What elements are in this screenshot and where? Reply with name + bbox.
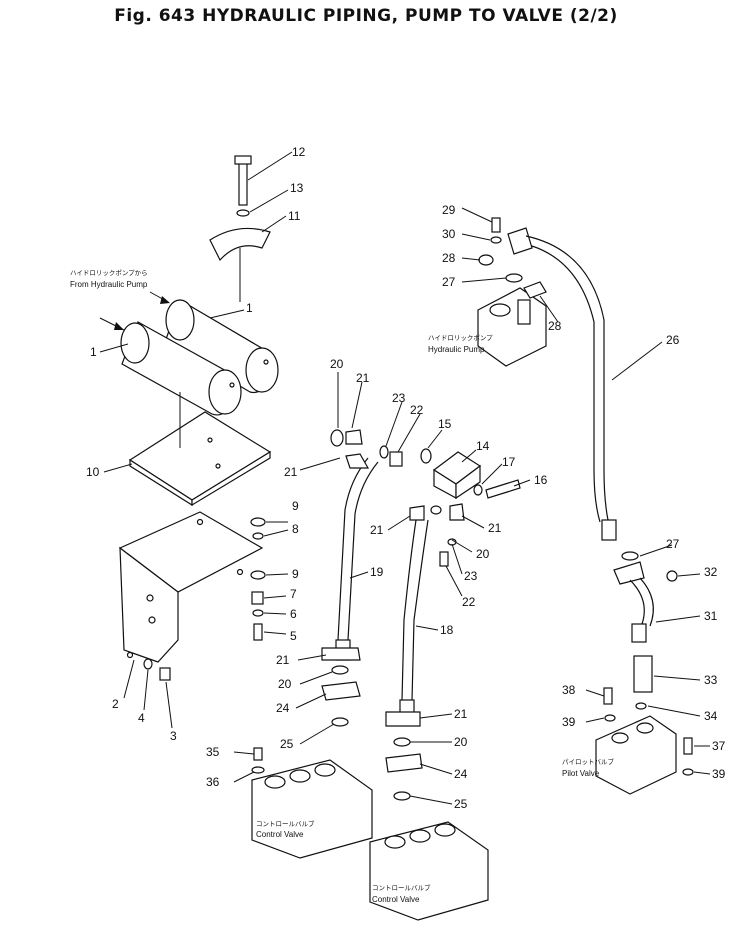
- callout-30: 30: [442, 227, 456, 241]
- control-valve-left: [251, 747, 373, 859]
- hose-18: [385, 503, 465, 727]
- callout-15: 15: [438, 417, 452, 431]
- bracket: [118, 511, 264, 681]
- callout-20-mid: 20: [476, 547, 490, 561]
- callout-20-top: 20: [330, 357, 344, 371]
- callout-22-top: 22: [410, 403, 424, 417]
- callout-35: 35: [206, 745, 220, 759]
- callout-31: 31: [704, 609, 718, 623]
- caption-hydraulic-pump-jp: ハイドロリックポンプ: [428, 334, 493, 342]
- callout-12: 12: [292, 145, 306, 159]
- figure-title: Fig. 643 HYDRAULIC PIPING, PUMP TO VALVE…: [114, 6, 618, 26]
- callout-38: 38: [562, 683, 576, 697]
- callout-11: 11: [288, 209, 301, 223]
- callout-36: 36: [206, 775, 220, 789]
- fastener-stack-5-9: [250, 517, 266, 641]
- caption-control-valve-2-jp: コントロールバルブ: [372, 883, 431, 892]
- callout-21-top: 21: [356, 371, 370, 385]
- callout-1-left: 1: [90, 345, 97, 359]
- callout-6: 6: [290, 607, 297, 621]
- hose-19: [321, 429, 403, 661]
- callout-25-left: 25: [280, 737, 294, 751]
- flange-connections: [321, 665, 423, 801]
- callout-13: 13: [290, 181, 304, 195]
- callout-21-lower-right: 21: [454, 707, 468, 721]
- clamp-bolt-group: [209, 155, 271, 302]
- callout-29: 29: [442, 203, 456, 217]
- callout-26: 26: [666, 333, 680, 347]
- callout-34: 34: [704, 709, 718, 723]
- callout-22-bottom: 22: [462, 595, 476, 609]
- callout-1-top: 1: [246, 301, 253, 315]
- callout-2: 2: [112, 697, 119, 711]
- callout-8: 8: [292, 522, 299, 536]
- callout-21-left: 21: [284, 465, 298, 479]
- callout-19: 19: [370, 565, 384, 579]
- callout-10: 10: [86, 465, 100, 479]
- callout-18: 18: [440, 623, 454, 637]
- callout-39-left: 39: [562, 715, 576, 729]
- caption-control-valve-1-en: Control Valve: [256, 830, 304, 839]
- hydraulic-pump: [477, 217, 547, 367]
- callout-32: 32: [704, 565, 718, 579]
- callout-21-mid: 21: [370, 523, 384, 537]
- callout-21-lower-left: 21: [276, 653, 290, 667]
- callout-28-right: 28: [548, 319, 562, 333]
- callout-5: 5: [290, 629, 297, 643]
- hose-26: [507, 227, 639, 561]
- caption-pilot-valve-en: Pilot Valve: [562, 769, 600, 778]
- pilot-line: [595, 561, 694, 795]
- callout-3: 3: [170, 729, 177, 743]
- caption-control-valve-2-en: Control Valve: [372, 895, 420, 904]
- callout-23-bottom: 23: [464, 569, 478, 583]
- callout-14: 14: [476, 439, 490, 453]
- callout-23-top: 23: [392, 391, 406, 405]
- callout-9-upper: 9: [292, 499, 299, 513]
- callout-20-lower-left: 20: [278, 677, 292, 691]
- callout-16: 16: [534, 473, 548, 487]
- callout-4: 4: [138, 711, 145, 725]
- callout-33: 33: [704, 673, 718, 687]
- callout-27-top: 27: [442, 275, 456, 289]
- control-valve-right: [369, 821, 489, 921]
- callout-17: 17: [502, 455, 516, 469]
- filter-canister-assembly: [99, 291, 279, 416]
- valve-block-14: [420, 448, 521, 500]
- callout-7: 7: [290, 587, 297, 601]
- caption-hydraulic-pump-en: Hydraulic Pump: [428, 345, 485, 354]
- callout-20-lower-right: 20: [454, 735, 468, 749]
- callout-24-right: 24: [454, 767, 468, 781]
- callout-21-right: 21: [488, 521, 502, 535]
- caption-from-pump-jp: ハイドロリックポンプから: [70, 269, 148, 277]
- leader-lines: [99, 151, 711, 805]
- callout-39-right: 39: [712, 767, 726, 781]
- caption-control-valve-1-jp: コントロールバルブ: [256, 819, 315, 828]
- callout-24-left: 24: [276, 701, 290, 715]
- callout-28-top: 28: [442, 251, 456, 265]
- callout-27-right: 27: [666, 537, 680, 551]
- caption-pilot-valve-jp: パイロットバルブ: [562, 757, 615, 766]
- mounting-plate: [128, 392, 272, 507]
- caption-from-pump-en: From Hydraulic Pump: [70, 280, 148, 289]
- callout-9-lower: 9: [292, 567, 299, 581]
- callout-25-right: 25: [454, 797, 468, 811]
- callout-37: 37: [712, 739, 726, 753]
